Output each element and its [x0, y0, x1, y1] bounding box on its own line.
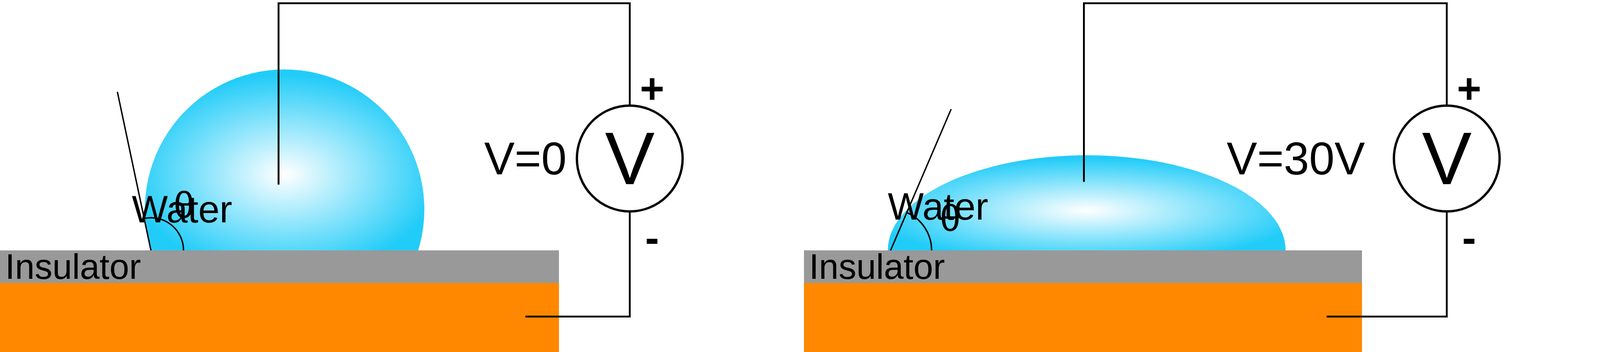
electrode-wire	[1082, 155, 1085, 182]
insulator-layer: Insulator	[0, 250, 559, 283]
voltmeter-symbol: V	[575, 104, 684, 213]
insulator-layer: Insulator	[803, 250, 1362, 283]
voltage-label: V=0	[483, 135, 567, 182]
liquid-label: Water	[887, 187, 989, 226]
label-holder: +	[640, 67, 665, 110]
label-holder: +	[1457, 67, 1482, 110]
voltage-label: V=30V	[1226, 135, 1366, 182]
layer-label: Insulator	[803, 250, 946, 283]
angle-arc	[144, 217, 184, 251]
polarity-sign: +	[1457, 67, 1482, 110]
water-drop: Water	[144, 69, 425, 251]
meter-letter: V	[1422, 121, 1472, 196]
angle-arc	[906, 212, 932, 251]
signal-wire	[1083, 3, 1447, 156]
polarity-sign: +	[640, 67, 665, 110]
meter-letter: V	[605, 121, 655, 196]
polarity-sign: -	[645, 216, 660, 259]
tangent-line	[117, 91, 151, 251]
electrode-layer	[803, 282, 1362, 352]
water-body	[887, 155, 1286, 251]
label-holder: V=0	[483, 135, 567, 182]
voltmeter-symbol: V	[1392, 104, 1501, 213]
liquid-label: Water	[131, 190, 233, 229]
layer-label: Insulator	[0, 250, 142, 283]
label-holder: -	[1462, 216, 1477, 259]
label-holder: -	[645, 216, 660, 259]
label-holder: V=30V	[1226, 135, 1366, 182]
polarity-sign: -	[1462, 216, 1477, 259]
electrode-layer	[0, 282, 559, 352]
electrode-wire	[277, 69, 280, 185]
